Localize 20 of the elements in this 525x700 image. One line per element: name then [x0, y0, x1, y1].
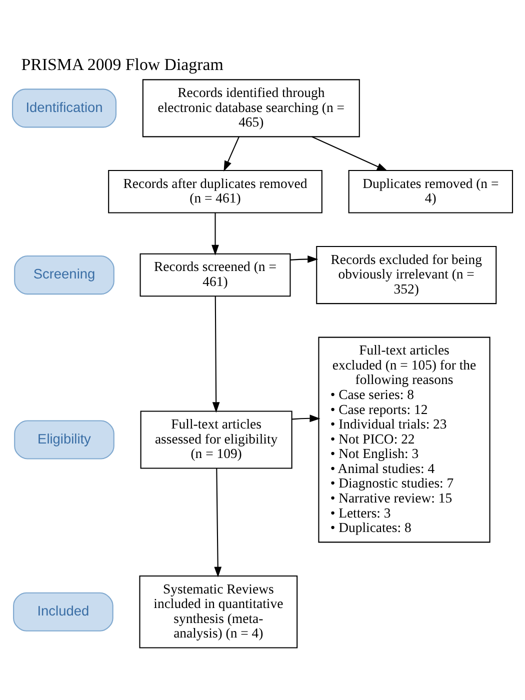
arrow [212, 296, 220, 413]
node-box: Records screened (n = 461) [140, 253, 291, 297]
arrow [224, 136, 240, 172]
node-box: Screening [14, 256, 114, 295]
node-box: Identification [12, 88, 117, 128]
diagram-title: PRISMA 2009 Flow Diagram [21, 54, 224, 74]
node-box: Full-text articles excluded (n = 105) for the following reasons • Case series: 8 • Case reports: 12 • Individual trials: 23 • Not PICO: 22 • Not English: 3 • Animal studies: 4 • Diagnostic studies: 7 • Narrative review: 15 • Letters: 3 • Duplicates: 8 [318, 336, 490, 543]
node-box: Full-text articles assessed for eligibility (n = 109) [140, 410, 292, 469]
arrow [214, 468, 222, 578]
arrow [290, 256, 318, 263]
node-box: Included [13, 592, 114, 632]
node-box: Records excluded for being obviously irrelevant (n = 352) [316, 246, 497, 304]
node-box: Records identified through electronic database searching (n = 465) [142, 79, 360, 138]
arrow [212, 212, 219, 256]
node-box: Duplicates removed (n = 4) [348, 170, 514, 214]
node-box: Eligibility [14, 420, 114, 460]
node-box: Records after duplicates removed (n = 461) [108, 170, 322, 214]
arrow [312, 136, 388, 172]
node-box: Systematic Reviews included in quantitative synthesis (meta-analysis) (n = 4) [139, 575, 298, 648]
arrow [292, 414, 320, 422]
